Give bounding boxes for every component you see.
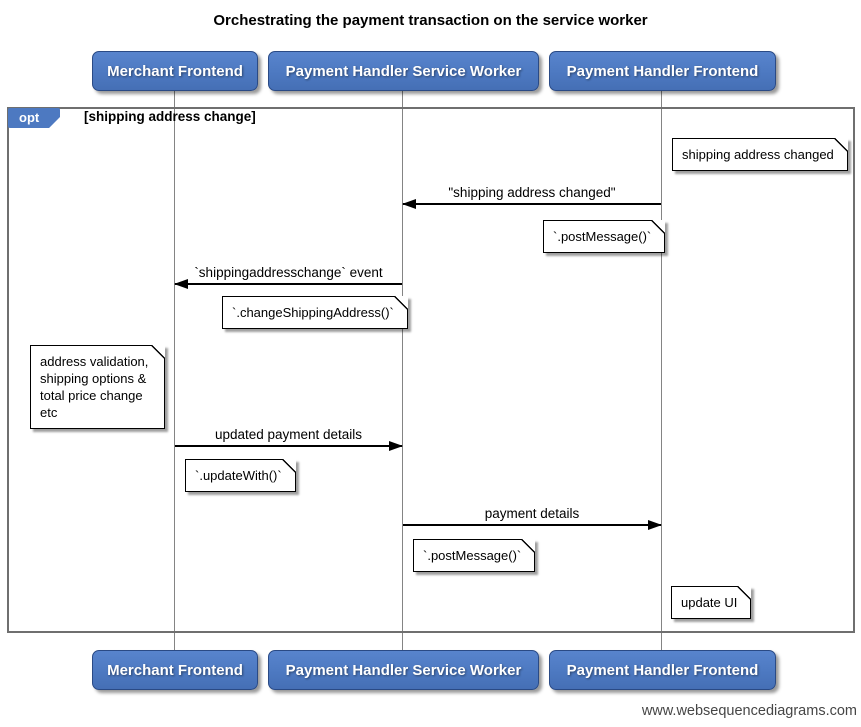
diagram-title: Orchestrating the payment transaction on… <box>213 12 648 29</box>
message-label: updated payment details <box>214 427 363 442</box>
note-postmessage-2: `.postMessage()` <box>413 539 536 572</box>
arrowhead-right <box>648 520 662 530</box>
lifeline-merchant-frontend <box>174 91 175 650</box>
note-updatewith: `.updateWith()` <box>185 459 296 492</box>
message-shipping-address-changed: "shipping address changed" <box>402 185 661 209</box>
note-text: address validation, shipping options & t… <box>40 354 149 420</box>
message-shippingaddresschange-event: `shippingaddresschange` event <box>174 265 402 289</box>
actor-label: Payment Handler Frontend <box>566 661 759 679</box>
note-text: `.postMessage()` <box>553 229 652 244</box>
arrowhead-left <box>174 279 188 289</box>
note-fold-icon <box>281 459 296 473</box>
actor-top-payment-handler-frontend: Payment Handler Frontend <box>549 51 776 91</box>
actor-label: Merchant Frontend <box>107 661 243 679</box>
note-fold-icon <box>833 138 848 152</box>
message-label: "shipping address changed" <box>448 185 616 200</box>
note-text: `.postMessage()` <box>423 548 522 563</box>
note-address-validation: address validation, shipping options & t… <box>30 345 165 429</box>
message-updated-payment-details: updated payment details <box>175 427 403 451</box>
note-fold-icon <box>521 539 536 553</box>
opt-operator-label: opt <box>19 110 40 125</box>
actor-label: Payment Handler Service Worker <box>285 661 522 679</box>
note-text: `.updateWith()` <box>195 468 282 483</box>
actor-top-merchant-frontend: Merchant Frontend <box>92 51 258 91</box>
note-fold-icon <box>151 345 165 359</box>
actor-label: Payment Handler Frontend <box>566 62 759 80</box>
note-text: update UI <box>681 595 738 610</box>
actor-bottom-payment-handler-frontend: Payment Handler Frontend <box>549 650 776 690</box>
note-fold-icon <box>737 586 752 600</box>
arrowhead-right <box>389 441 403 451</box>
note-text: `.changeShippingAddress()` <box>232 305 394 320</box>
actor-label: Payment Handler Service Worker <box>285 62 522 80</box>
arrowhead-left <box>402 199 416 209</box>
actor-bottom-payment-handler-service-worker: Payment Handler Service Worker <box>268 650 539 690</box>
actor-label: Merchant Frontend <box>107 62 243 80</box>
lifeline-payment-handler-service-worker <box>402 91 403 650</box>
note-changeshippingaddress: `.changeShippingAddress()` <box>222 296 408 329</box>
message-label: payment details <box>484 506 580 521</box>
message-payment-details: payment details <box>403 506 662 530</box>
note-fold-icon <box>651 220 666 234</box>
opt-operator-tab: opt <box>8 108 60 128</box>
note-postmessage-1: `.postMessage()` <box>543 220 666 253</box>
opt-guard-label: [shipping address change] <box>84 109 256 124</box>
note-text: shipping address changed <box>682 147 834 162</box>
note-fold-icon <box>393 296 408 310</box>
actor-top-payment-handler-service-worker: Payment Handler Service Worker <box>268 51 539 91</box>
lifeline-payment-handler-frontend <box>661 91 662 650</box>
note-shipping-address-changed: shipping address changed <box>672 138 848 171</box>
actor-bottom-merchant-frontend: Merchant Frontend <box>92 650 258 690</box>
note-update-ui: update UI <box>671 586 752 619</box>
opt-fragment-frame <box>7 107 855 633</box>
watermark-url: www.websequencediagrams.com <box>641 703 857 719</box>
message-label: `shippingaddresschange` event <box>194 265 383 280</box>
